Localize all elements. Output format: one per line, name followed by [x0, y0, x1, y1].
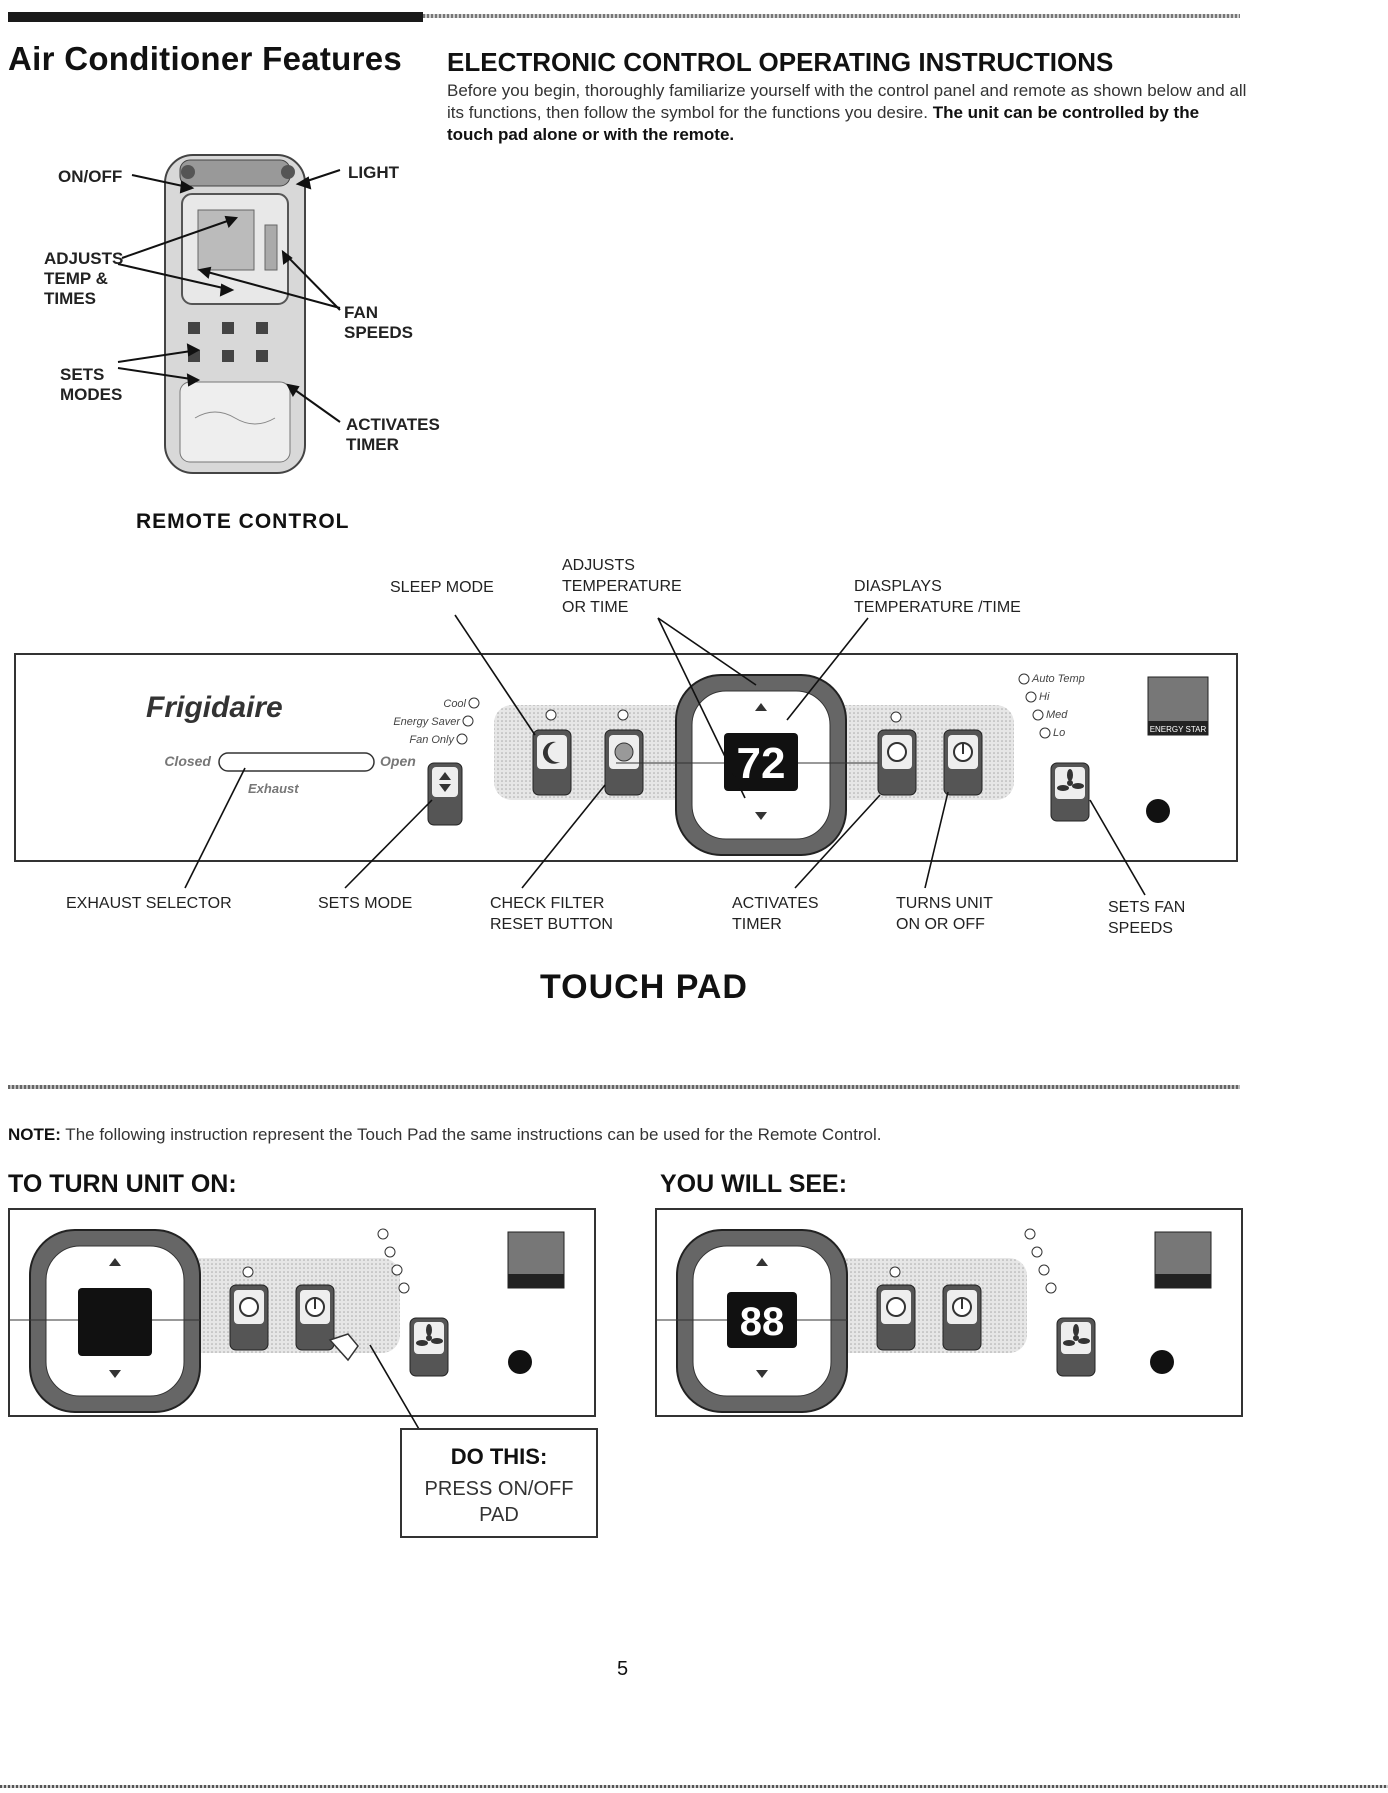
remote-control-figure [160, 150, 310, 480]
label-adjusts-3: OR TIME [562, 599, 629, 616]
do-this-title: DO THIS: [450, 1444, 548, 1469]
do-this-box: DO THIS: PRESS ON/OFF PAD [400, 1428, 598, 1538]
remote-label-sets-2: MODES [60, 385, 123, 404]
fan-option-lo: Lo [1053, 727, 1065, 739]
label-exhaust-selector: EXHAUST SELECTOR [66, 895, 232, 912]
display-readout: 72 [737, 739, 786, 788]
you-will-see-panel: 88 [655, 1208, 1243, 1417]
clock-icon [886, 1297, 906, 1317]
label-turns-unit-1: TURNS UNIT [896, 895, 993, 912]
label-sets-fan-2: SPEEDS [1108, 920, 1173, 937]
remote-label-adjusts-2: TEMP & [44, 269, 108, 288]
clock-icon [239, 1297, 259, 1317]
note-text: NOTE: The following instruction represen… [8, 1125, 882, 1144]
fan-icon [416, 1324, 443, 1346]
touch-pad-illustration: Frigidaire Cool Energy Saver Fan Only Cl… [146, 673, 1209, 856]
exhaust-slider[interactable] [218, 752, 375, 772]
display-screen [727, 1292, 797, 1348]
intro-paragraph: Before you begin, thoroughly familiarize… [447, 81, 1247, 144]
touch-pad-panel: Frigidaire Cool Energy Saver Fan Only Cl… [14, 653, 1238, 862]
svg-text:ENERGY STAR: ENERGY STAR [1150, 725, 1207, 734]
remote-caption: REMOTE CONTROL [136, 510, 350, 533]
display-screen [724, 733, 798, 791]
do-this-line-2: PAD [479, 1504, 519, 1526]
hand-pointer-icon [328, 1333, 359, 1362]
remote-label-onoff: ON/OFF [58, 167, 123, 186]
remote-label-adjusts-3: TIMES [44, 289, 96, 308]
footer-line [0, 1785, 1388, 1788]
exhaust-closed-label: Closed [164, 753, 211, 769]
label-activates-timer-2: TIMER [732, 916, 782, 933]
exhaust-label: Exhaust [248, 781, 299, 796]
label-turns-unit-2: ON OR OFF [896, 916, 985, 933]
fan-icon [1063, 1324, 1090, 1346]
you-will-see-heading: YOU WILL SEE: [660, 1170, 848, 1198]
label-displays-1: DIASPLAYS [854, 578, 942, 595]
section-divider [8, 1085, 1240, 1089]
page-number: 5 [617, 1658, 629, 1680]
remote-control-icon [164, 154, 306, 474]
header-bar-line [423, 14, 1240, 18]
blank-display [78, 1288, 152, 1356]
remote-label-light: LIGHT [348, 163, 399, 182]
remote-label-fan-2: SPEEDS [344, 323, 413, 342]
temp-down-icon[interactable] [755, 812, 767, 820]
label-adjusts-2: TEMPERATURE [562, 578, 682, 595]
fan-option-hi: Hi [1039, 691, 1050, 703]
exhaust-open-label: Open [380, 753, 416, 769]
fan-icon [1057, 769, 1084, 791]
mode-option-fan: Fan Only [409, 734, 455, 746]
page-title: Air Conditioner Features [8, 40, 403, 77]
label-adjusts-1: ADJUSTS [562, 557, 635, 574]
label-sets-mode: SETS MODE [318, 895, 413, 912]
do-this-line-1: PRESS ON/OFF [424, 1478, 574, 1500]
touch-pad-title: TOUCH PAD [540, 968, 748, 1006]
ir-receiver [1150, 1350, 1174, 1374]
remote-label-adjusts-1: ADJUSTS [44, 249, 124, 268]
label-displays-2: TEMPERATURE /TIME [854, 599, 1021, 616]
label-sets-fan-1: SETS FAN [1108, 899, 1186, 916]
section-title: ELECTRONIC CONTROL OPERATING INSTRUCTION… [447, 47, 1114, 77]
remote-label-sets-1: SETS [60, 365, 105, 384]
display-readout: 88 [740, 1300, 785, 1344]
remote-callout-lines [117, 169, 341, 423]
mode-option-cool: Cool [443, 698, 466, 710]
filter-icon [614, 742, 634, 762]
label-activates-timer-1: ACTIVATES [732, 895, 819, 912]
remote-label-fan-1: FAN [344, 303, 378, 322]
label-check-filter-2: RESET BUTTON [490, 916, 613, 933]
turn-on-panel [8, 1208, 596, 1417]
temp-up-icon[interactable] [755, 703, 767, 711]
turn-on-heading: TO TURN UNIT ON: [8, 1170, 237, 1198]
you-will-see-illustration: 88 [657, 1228, 1212, 1413]
fan-option-med: Med [1046, 709, 1068, 721]
ir-receiver [1146, 799, 1170, 823]
turn-on-illustration [10, 1228, 565, 1413]
label-sleep-mode: SLEEP MODE [390, 579, 494, 596]
moon-icon [542, 741, 560, 764]
header-bar-dark [8, 12, 423, 22]
fan-option-auto: Auto Temp [1031, 673, 1085, 685]
remote-label-timer-1: ACTIVATES [346, 415, 440, 434]
label-check-filter-1: CHECK FILTER [490, 895, 605, 912]
mode-option-energy: Energy Saver [393, 716, 461, 728]
remote-label-timer-2: TIMER [346, 435, 399, 454]
clock-icon [887, 742, 907, 762]
brand-logo: Frigidaire [146, 691, 283, 724]
ir-receiver [508, 1350, 532, 1374]
touch-pad-callouts [184, 614, 1146, 896]
